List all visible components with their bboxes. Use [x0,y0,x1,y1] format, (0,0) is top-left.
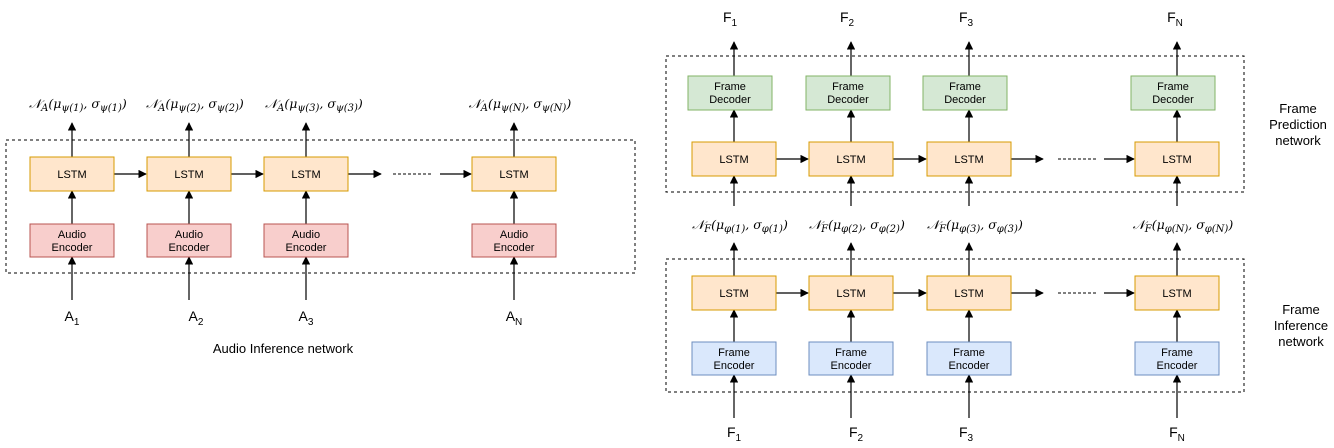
prediction-decoder-2: Frame Decoder [805,75,891,111]
inference-lstm-1: LSTM [691,275,777,311]
prediction-lstm-1: LSTM [691,141,777,177]
svg-text:Frame: Frame [835,347,867,359]
audio-dist-2: 𝒩A(μψ(2), σψ(2)) [146,96,244,114]
svg-text:Frame: Frame [1282,302,1320,317]
frame-dist-n: 𝒩F(μφ(N), σφ(N)) [1133,217,1234,235]
svg-text:Audio: Audio [175,229,203,241]
frame-inference-frame [665,258,1245,393]
svg-text:LSTM: LSTM [836,288,865,300]
audio-encoder-2: Audio Encoder [146,223,232,258]
prediction-decoder-1: Frame Decoder [687,75,773,111]
prediction-lstm-n: LSTM [1134,141,1220,177]
audio-encoder-1: Audio Encoder [29,223,115,258]
svg-text:Prediction: Prediction [1269,117,1327,132]
svg-text:Audio: Audio [292,229,320,241]
prediction-lstm-3: LSTM [926,141,1012,177]
audio-network-caption: Audio Inference network [213,341,354,356]
svg-text:Decoder: Decoder [827,94,869,106]
frame-prediction-frame [665,55,1245,193]
audio-dist-3: 𝒩A(μψ(3), σψ(3)) [265,96,363,114]
prediction-output-1: F1 [723,9,738,29]
inference-input-2: F2 [849,424,864,444]
svg-text:Decoder: Decoder [1152,94,1194,106]
audio-lstm-3: LSTM [263,156,349,192]
svg-text:LSTM: LSTM [57,169,86,181]
svg-text:LSTM: LSTM [719,288,748,300]
svg-text:Frame: Frame [949,81,981,93]
audio-input-n: AN [506,308,523,328]
svg-text:LSTM: LSTM [954,154,983,166]
inference-input-1: F1 [727,424,742,444]
prediction-output-n: FN [1167,9,1183,29]
audio-network-frame [5,139,636,274]
inference-arrows [729,242,1182,418]
svg-text:LSTM: LSTM [1162,288,1191,300]
prediction-output-2: F2 [840,9,855,29]
inference-input-n: FN [1169,424,1185,444]
svg-text:Encoder: Encoder [52,242,93,254]
inference-lstm-2: LSTM [808,275,894,311]
frame-encoder-1: Frame Encoder [691,341,777,376]
svg-text:LSTM: LSTM [499,169,528,181]
audio-lstm-1: LSTM [29,156,115,192]
audio-lstm-2: LSTM [146,156,232,192]
frame-prediction-side-label: Frame Prediction network [1269,101,1327,148]
frame-dist-2: 𝒩F(μφ(2), σφ(2)) [809,217,905,235]
svg-text:LSTM: LSTM [954,288,983,300]
inference-input-3: F3 [959,424,974,444]
frame-encoder-2: Frame Encoder [808,341,894,376]
inference-lstm-3: LSTM [926,275,1012,311]
audio-input-1: A1 [65,308,80,328]
svg-text:LSTM: LSTM [719,154,748,166]
svg-text:Encoder: Encoder [494,242,535,254]
svg-text:LSTM: LSTM [174,169,203,181]
frame-encoder-3: Frame Encoder [926,341,1012,376]
svg-text:Frame: Frame [718,347,750,359]
svg-text:Audio: Audio [58,229,86,241]
audio-encoder-3: Audio Encoder [263,223,349,258]
prediction-lstm-2: LSTM [808,141,894,177]
svg-text:Frame: Frame [1279,101,1317,116]
prediction-arrows [729,41,1182,206]
svg-text:Frame: Frame [1161,347,1193,359]
svg-text:Encoder: Encoder [286,242,327,254]
svg-text:Encoder: Encoder [949,360,990,372]
audio-lstm-n: LSTM [471,156,557,192]
prediction-decoder-n: Frame Decoder [1130,75,1216,111]
svg-text:Encoder: Encoder [1157,360,1198,372]
svg-text:LSTM: LSTM [291,169,320,181]
svg-text:network: network [1275,133,1321,148]
svg-text:Encoder: Encoder [169,242,210,254]
svg-text:Decoder: Decoder [944,94,986,106]
svg-text:LSTM: LSTM [836,154,865,166]
audio-dist-1: 𝒩A(μψ(1), σψ(1)) [29,96,127,114]
audio-arrows [67,122,519,300]
svg-text:Audio: Audio [500,229,528,241]
audio-input-2: A2 [189,308,204,328]
svg-text:Encoder: Encoder [831,360,872,372]
prediction-output-3: F3 [959,9,974,29]
inference-lstm-n: LSTM [1134,275,1220,311]
svg-text:Encoder: Encoder [714,360,755,372]
frame-dist-3: 𝒩F(μφ(3), σφ(3)) [927,217,1023,235]
svg-text:LSTM: LSTM [1162,154,1191,166]
frame-inference-side-label: Frame Inference network [1274,302,1328,349]
frame-encoder-n: Frame Encoder [1134,341,1220,376]
svg-text:Decoder: Decoder [709,94,751,106]
svg-text:Frame: Frame [953,347,985,359]
svg-text:network: network [1278,334,1324,349]
prediction-decoder-3: Frame Decoder [922,75,1008,111]
audio-input-3: A3 [299,308,314,328]
audio-dist-n: 𝒩A(μψ(N), σψ(N)) [469,96,572,114]
frame-dist-1: 𝒩F(μφ(1), σφ(1)) [692,217,788,235]
svg-text:Frame: Frame [832,81,864,93]
svg-text:Frame: Frame [1157,81,1189,93]
svg-text:Inference: Inference [1274,318,1328,333]
audio-encoder-n: Audio Encoder [471,223,557,258]
svg-text:Frame: Frame [714,81,746,93]
